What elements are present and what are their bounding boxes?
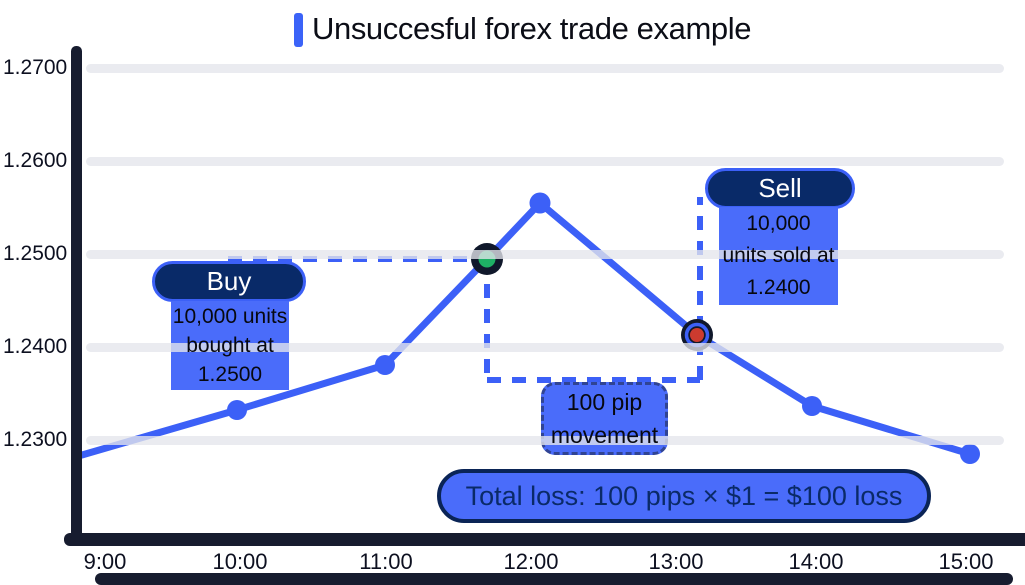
x-tick-label: 13:00 <box>648 549 704 574</box>
x-tick-label: 15:00 <box>938 549 994 574</box>
y-axis-line <box>71 46 82 545</box>
dashed-trade-path <box>228 197 703 383</box>
sell-pill-label: Sell <box>758 173 802 203</box>
total-loss-text: Total loss: 100 pips × $1 = $100 loss <box>465 480 903 511</box>
data-point <box>802 396 822 416</box>
bottom-border-bar <box>95 573 1013 585</box>
sell-details-line: units sold at <box>722 244 835 267</box>
gridline <box>86 343 1004 352</box>
buy-marker <box>471 243 503 275</box>
x-tick-label: 11:00 <box>359 549 413 574</box>
pip-movement-box: 100 pip movement <box>541 382 668 455</box>
x-tick-label: 12:00 <box>503 549 559 574</box>
total-loss-pill: Total loss: 100 pips × $1 = $100 loss <box>437 469 931 523</box>
buy-details-line: bought at <box>186 334 274 357</box>
pip-movement-line: movement <box>550 421 659 448</box>
data-point <box>375 355 395 375</box>
sell-details-line: 10,000 <box>746 212 811 235</box>
sell-details-line: 1.2400 <box>746 276 811 299</box>
title-accent-bar-icon <box>294 13 303 47</box>
data-point <box>960 444 980 464</box>
buy-details-line: 10,000 units <box>172 305 288 328</box>
sell-pill: Sell <box>705 168 855 209</box>
gridline <box>86 250 1004 259</box>
buy-pill-label: Buy <box>206 266 252 296</box>
gridline <box>86 64 1004 73</box>
buy-details-line: 1.2500 <box>197 363 263 386</box>
buy-details-box: 10,000 units bought at 1.2500 <box>171 301 289 390</box>
y-tick-label: 1.2500 <box>3 242 68 265</box>
pip-movement-line: 100 pip <box>566 388 643 415</box>
price-line <box>78 199 974 459</box>
x-axis-line <box>64 533 1025 546</box>
sell-details-box: 10,000 units sold at 1.2400 <box>719 207 838 305</box>
y-tick-label: 1.2600 <box>3 149 68 172</box>
x-tick-label: 9:00 <box>83 549 127 574</box>
x-tick-label: 14:00 <box>788 549 844 574</box>
data-point <box>529 192 551 214</box>
buy-pill: Buy <box>152 261 306 302</box>
gridline <box>86 436 1004 445</box>
y-tick-label: 1.2300 <box>3 428 68 451</box>
y-tick-label: 1.2700 <box>3 56 68 79</box>
chart-title: Unsuccesful forex trade example <box>312 11 752 46</box>
data-point <box>227 400 247 420</box>
x-tick-label: 10:00 <box>212 549 268 574</box>
gridline <box>86 157 1004 166</box>
y-tick-label: 1.2400 <box>3 335 68 358</box>
